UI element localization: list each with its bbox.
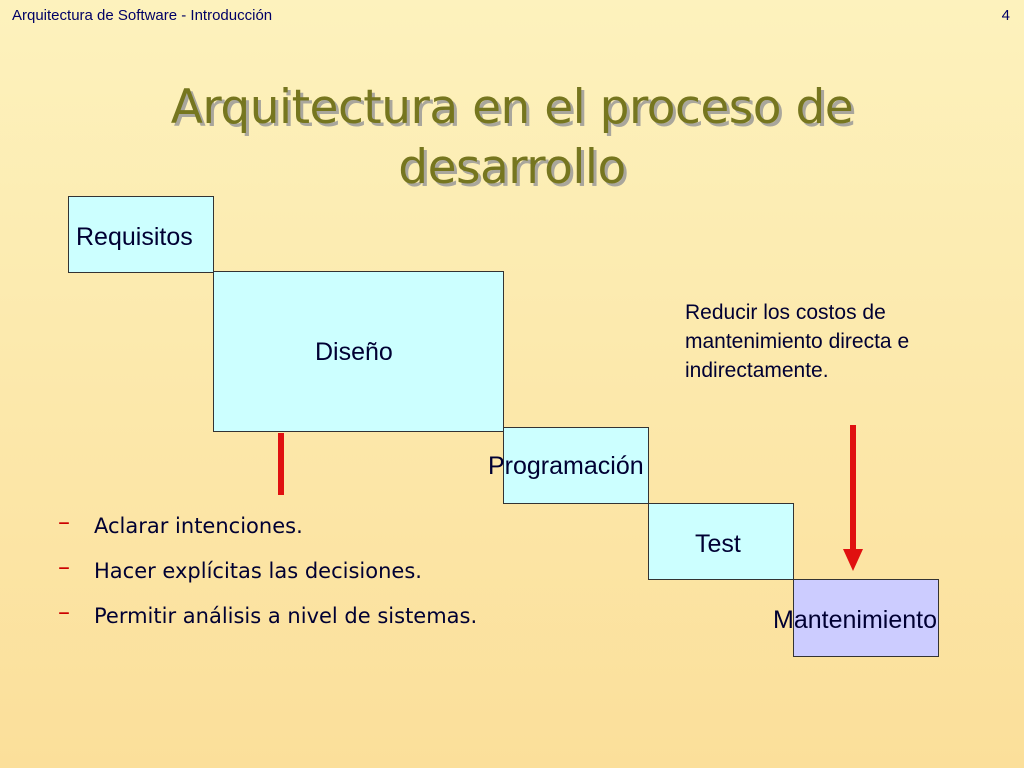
stage-box-diseno: [213, 271, 504, 432]
red-marker-line: [278, 433, 284, 495]
slide-footer-title: Arquitectura de Software - Introducción: [12, 7, 273, 24]
slide-title: Arquitectura en el proceso de desarrollo: [0, 78, 1024, 198]
stage-label-requisitos: Requisitos: [76, 223, 193, 251]
dash-icon: –: [58, 553, 70, 581]
stage-label-test: Test: [695, 530, 741, 558]
bullet-list: – Aclarar intenciones. – Hacer explícita…: [58, 508, 477, 643]
stage-label-programacion: Programación: [488, 452, 644, 480]
stage-label-diseno: Diseño: [315, 338, 393, 366]
slide-title-line-2: desarrollo: [398, 140, 626, 195]
bullet-text: Hacer explícitas las decisiones.: [94, 559, 422, 583]
maintenance-note: Reducir los costos de mantenimiento dire…: [685, 301, 910, 382]
stage-box-requisitos: [68, 196, 214, 273]
red-down-arrow: [843, 425, 863, 571]
bullet-text: Permitir análisis a nivel de sistemas.: [94, 604, 478, 628]
stage-box-mantenimiento: [793, 579, 939, 657]
list-item: – Aclarar intenciones.: [58, 508, 477, 553]
list-item: – Hacer explícitas las decisiones.: [58, 553, 477, 598]
slide-number: 4: [1001, 7, 1010, 24]
bullet-text: Aclarar intenciones.: [94, 514, 303, 538]
list-item: – Permitir análisis a nivel de sistemas.: [58, 598, 477, 643]
stage-label-mantenimiento: Mantenimiento: [773, 606, 937, 634]
slide-title-line-1: Arquitectura en el proceso de: [170, 80, 854, 135]
stage-box-programacion: [503, 427, 649, 504]
dash-icon: –: [58, 508, 70, 536]
dash-icon: –: [58, 598, 70, 626]
stage-box-test: [648, 503, 794, 580]
